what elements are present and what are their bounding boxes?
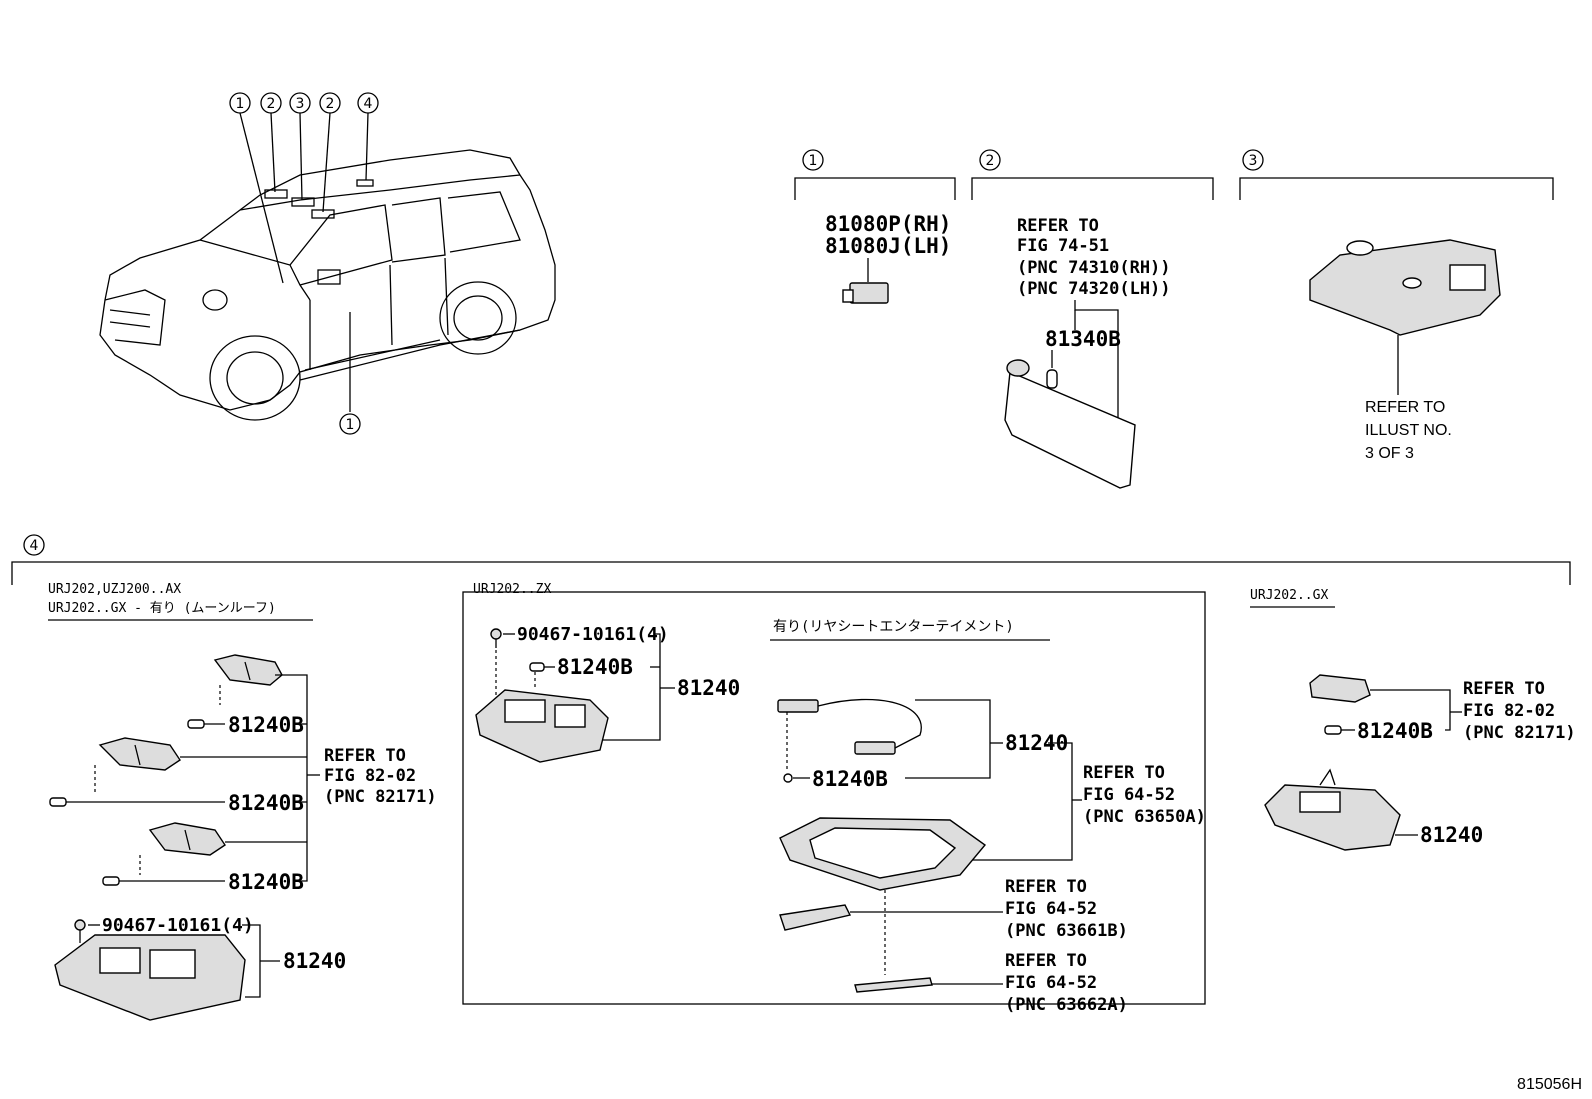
part-81080j: 81080J(LH): [825, 234, 951, 258]
label-text: 81240B: [228, 870, 304, 894]
label-text: REFER TO: [324, 746, 406, 766]
label-text: 81240: [283, 949, 346, 973]
label-text: 3: [1249, 153, 1258, 169]
callout-2-top-b: 2: [319, 92, 341, 114]
label-text: REFER TO: [1083, 763, 1165, 783]
label-text: 1: [809, 153, 818, 169]
callout-2-top-a: 2: [260, 92, 282, 114]
section-2: 2 REFER TO FIG 74-51 (PNC 74310(RH)) (PN…: [971, 149, 1214, 489]
vehicle-leaders: [239, 112, 369, 412]
lens-cover-2-icon: [854, 977, 933, 993]
label-text: 2: [986, 153, 995, 169]
label-text: (PNC 63662A): [1005, 995, 1128, 1015]
rear-entertainment-harness-icon: [777, 698, 922, 755]
label-text: REFER TO: [1017, 216, 1099, 236]
callout-3-top: 3: [289, 92, 311, 114]
socket-right-icon: [1309, 674, 1371, 703]
label-text: (PNC 63650A): [1083, 807, 1206, 827]
label-text: 3: [296, 96, 305, 112]
label-text: FIG 82-02: [324, 766, 416, 786]
label-text: 81240B: [228, 713, 304, 737]
label-text: 81240: [1420, 823, 1483, 847]
dome-lamp-right-icon: [1264, 768, 1401, 851]
label-text: (PNC 82171): [1463, 723, 1576, 743]
bulb-socket-1-icon: [213, 654, 283, 686]
label-text: FIG 82-02: [1463, 701, 1555, 721]
part-81340b: 81340B: [1045, 327, 1121, 351]
label-text: 1: [346, 417, 355, 433]
label-text: (PNC 74320(LH)): [1017, 279, 1171, 299]
label-text: FIG 64-52: [1005, 973, 1097, 993]
vehicle-illustration: [99, 149, 556, 421]
label-text: 4: [364, 96, 373, 112]
label-text: REFER TO: [1005, 951, 1087, 971]
section-3: 3 REFER TO ILLUST NO. 3 OF 3: [1239, 149, 1554, 462]
section-1: 1 81080P(RH) 81080J(LH): [794, 149, 956, 304]
label-text: 2: [326, 96, 335, 112]
map-lamp-housing-icon: [475, 689, 609, 763]
screw-icon: [74, 919, 86, 940]
lens-cover-1-icon: [779, 904, 852, 931]
section-4-header: 4: [11, 534, 1571, 585]
label-text: (PNC 63661B): [1005, 921, 1128, 941]
label-text: 4: [30, 538, 39, 554]
callout-1-top: 1: [229, 92, 251, 114]
callout-1-bottom: 1: [339, 413, 361, 435]
dome-lamp-housing-icon: [54, 934, 246, 1021]
bulb-socket-3-icon: [148, 822, 226, 856]
figure-id: 815056H: [1517, 1076, 1582, 1093]
label-text: 81240B: [812, 767, 888, 791]
label-text: URJ202,UZJ200..AX: [48, 582, 181, 597]
label-text: URJ202..GX: [1250, 588, 1328, 603]
label-text: (PNC 74310(RH)): [1017, 258, 1171, 278]
label-text: 1: [236, 96, 245, 112]
label-text: FIG 64-52: [1083, 785, 1175, 805]
label-text: 2: [267, 96, 276, 112]
label-text: 81240: [677, 676, 740, 700]
label-text: REFER TO: [1463, 679, 1545, 699]
label-text: URJ202..ZX: [473, 582, 551, 597]
label-text: 90467-10161(4): [102, 915, 254, 936]
label-text: REFER TO: [1365, 399, 1445, 416]
door-courtesy-lamp-icon: [842, 282, 889, 304]
callout-4-top: 4: [357, 92, 379, 114]
label-text: 90467-10161(4): [517, 624, 669, 645]
label-text: 81240B: [1357, 719, 1433, 743]
label-text: FIG 74-51: [1017, 236, 1109, 256]
label-text: FIG 64-52: [1005, 899, 1097, 919]
sun-visor-icon: [1004, 359, 1136, 489]
map-lamp-assembly-icon: [1309, 239, 1501, 336]
part-81080p: 81080P(RH): [825, 212, 951, 236]
label-text: (PNC 82171): [324, 787, 437, 807]
label-text: 81240B: [228, 791, 304, 815]
label-text: ILLUST NO.: [1365, 422, 1452, 439]
screw-icon-middle: [490, 628, 502, 648]
overhead-console-frame-icon: [779, 817, 987, 891]
bulb-socket-2-icon: [98, 737, 181, 771]
section-4-middle: URJ202..ZX 90467-10161(4) 81240B 81240 有…: [462, 582, 1206, 1015]
label-text: 81240B: [557, 655, 633, 679]
section-4-left: URJ202,UZJ200..AX URJ202..GX - 有り (ムーンルー…: [48, 582, 437, 1021]
label-text: URJ202..GX - 有り (ムーンルーフ): [48, 601, 276, 616]
label-text: 3 OF 3: [1365, 445, 1414, 462]
label-text: 有り(リヤシートエンターテイメント): [773, 619, 1014, 635]
label-text: REFER TO: [1005, 877, 1087, 897]
section-4-right: URJ202..GX REFER TO FIG 82-02 (PNC 82171…: [1250, 588, 1576, 851]
